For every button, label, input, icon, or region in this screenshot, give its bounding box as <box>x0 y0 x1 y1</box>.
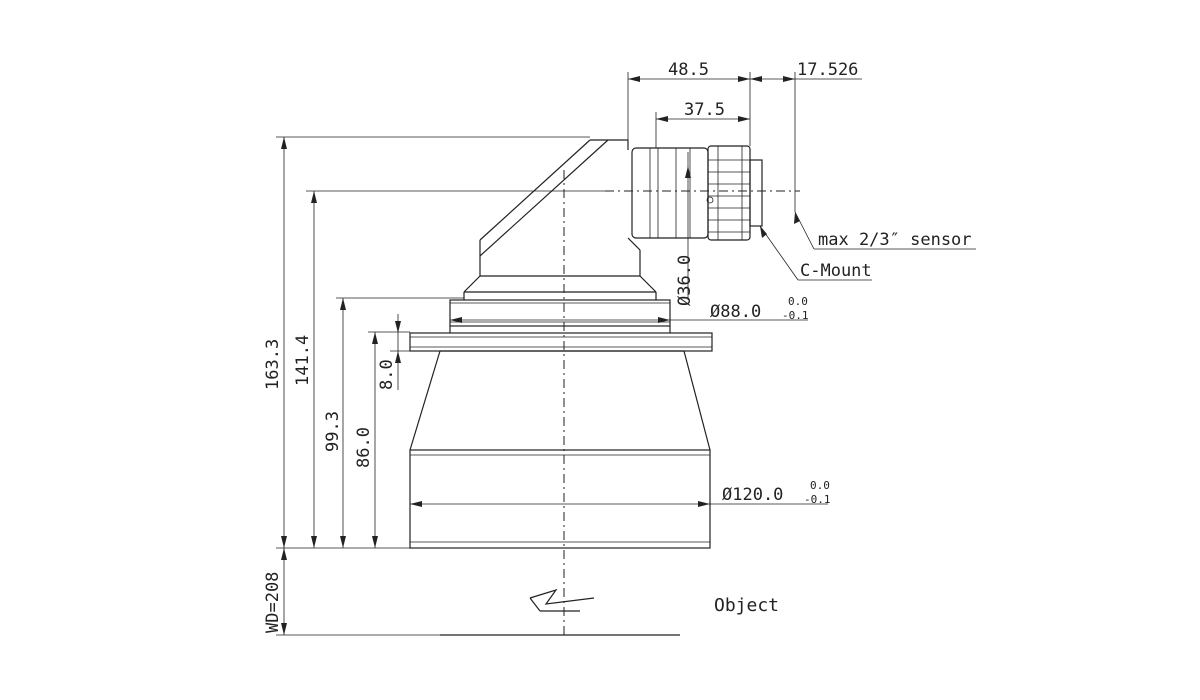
dim-dia-120-tol-lower: -0.1 <box>804 493 831 506</box>
dim-99-3: 99.3 <box>323 411 343 452</box>
dim-dia-88-tol-upper: 0.0 <box>788 295 808 308</box>
top-dimension-lines <box>627 72 862 212</box>
dim-dia-120-tol-upper: 0.0 <box>810 479 830 492</box>
dim-163-3: 163.3 <box>263 339 283 390</box>
mount-callout: C-Mount <box>759 225 872 281</box>
top-dimension-texts: 48.5 37.5 17.526 <box>668 60 858 120</box>
lens-body-outline <box>409 139 713 549</box>
object-label: Object <box>714 595 779 616</box>
dim-dia-88: Ø88.0 <box>710 302 761 322</box>
dim-dia-36: Ø36.0 <box>675 255 695 306</box>
dim-dia-88-tol-lower: -0.1 <box>782 309 809 322</box>
dim-86-0: 86.0 <box>354 427 374 468</box>
center-lines <box>529 170 800 635</box>
dim-48-5: 48.5 <box>668 60 709 80</box>
dim-dia-120: Ø120.0 <box>722 485 783 505</box>
sensor-label: max 2/3″ sensor <box>818 230 972 250</box>
dim-wd: WD=208 <box>263 572 283 633</box>
mount-label: C-Mount <box>800 261 872 281</box>
dim-8-0: 8.0 <box>377 359 397 390</box>
dim-17-526: 17.526 <box>797 60 858 80</box>
vertical-dimension-lines <box>276 136 605 636</box>
vertical-dimension-texts: 163.3 141.4 99.3 86.0 8.0 WD=208 <box>263 335 397 633</box>
dim-37-5: 37.5 <box>684 100 725 120</box>
dim-141-4: 141.4 <box>293 335 313 386</box>
c-mount-module <box>631 145 763 241</box>
sensor-callout: max 2/3″ sensor <box>794 211 976 250</box>
diameter-dimensions: Ø36.0 Ø88.0 0.0 -0.1 Ø120.0 0.0 -0.1 <box>410 166 831 507</box>
